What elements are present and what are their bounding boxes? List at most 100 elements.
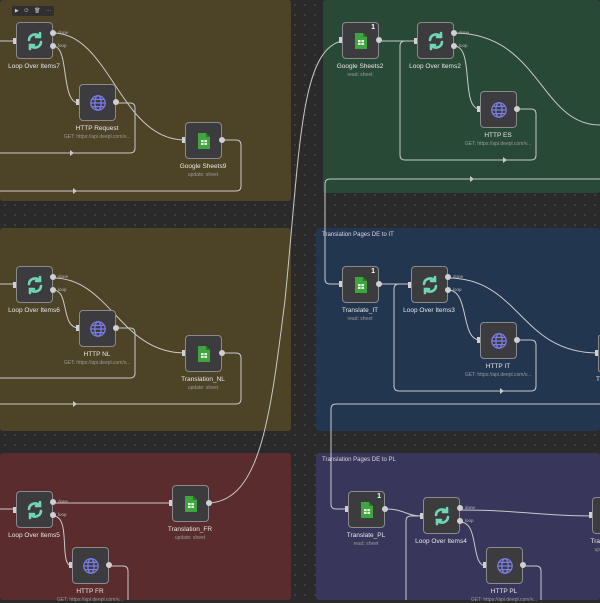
output-port-loop[interactable] bbox=[50, 287, 56, 293]
node-http-fr[interactable] bbox=[72, 547, 109, 584]
input-port[interactable] bbox=[408, 282, 411, 288]
power-icon[interactable]: ⏻ bbox=[24, 8, 29, 14]
node-partial-pl[interactable] bbox=[592, 497, 600, 534]
node-label: Loop Over Items2 bbox=[409, 63, 461, 70]
node-http-request[interactable] bbox=[79, 84, 116, 121]
input-port[interactable] bbox=[69, 562, 72, 568]
node-translate-it[interactable]: 1 bbox=[342, 266, 379, 303]
node-http-nl[interactable] bbox=[79, 310, 116, 347]
google-sheets-icon bbox=[197, 345, 211, 363]
output-port[interactable] bbox=[514, 106, 520, 112]
input-port[interactable] bbox=[477, 337, 480, 343]
node-subtitle: GET: https://api.deepl.com/v... bbox=[464, 141, 532, 147]
node-translate-pl[interactable]: 1 bbox=[348, 491, 385, 528]
output-port[interactable] bbox=[376, 281, 382, 287]
node-partial-it[interactable] bbox=[598, 335, 600, 372]
google-sheets-icon bbox=[354, 276, 368, 294]
play-icon[interactable]: ▶ bbox=[14, 8, 19, 14]
output-port[interactable] bbox=[219, 350, 225, 356]
output-port[interactable] bbox=[376, 37, 382, 43]
loop-arrows-icon bbox=[426, 31, 446, 51]
input-port[interactable] bbox=[339, 37, 342, 43]
node-loop5[interactable] bbox=[16, 491, 53, 528]
node-subtitle: read: sheet bbox=[347, 72, 373, 78]
node-subtitle: GET: https://api.deepl.com/v... bbox=[464, 372, 532, 378]
input-port[interactable] bbox=[13, 38, 16, 44]
node-subtitle: up bbox=[594, 547, 600, 553]
output-port-loop[interactable] bbox=[457, 518, 463, 524]
sticky-note-yellow-middle[interactable] bbox=[0, 228, 291, 431]
input-port[interactable] bbox=[76, 99, 79, 105]
input-port[interactable] bbox=[345, 506, 348, 512]
node-loop2[interactable] bbox=[417, 22, 454, 59]
node-loop6[interactable] bbox=[16, 266, 53, 303]
output-port-loop[interactable] bbox=[50, 512, 56, 518]
loop-arrows-icon bbox=[432, 506, 452, 526]
node-loop7[interactable] bbox=[16, 22, 53, 59]
output-port-loop[interactable] bbox=[445, 287, 451, 293]
input-port[interactable] bbox=[13, 282, 16, 288]
port-label-done: done bbox=[465, 505, 476, 510]
input-port[interactable] bbox=[169, 500, 172, 506]
port-label-done: done bbox=[453, 274, 464, 279]
node-toolbar: ▶ ⏻ 🗑 ⋯ bbox=[12, 6, 54, 16]
port-label-done: done bbox=[58, 274, 69, 279]
output-port[interactable] bbox=[113, 325, 119, 331]
trash-icon[interactable]: 🗑 bbox=[34, 8, 41, 14]
input-port[interactable] bbox=[339, 281, 342, 287]
node-translation-fr[interactable] bbox=[172, 485, 209, 522]
output-port-done[interactable] bbox=[50, 30, 56, 36]
node-gs2[interactable]: 1 bbox=[342, 22, 379, 59]
node-gs9[interactable] bbox=[185, 122, 222, 159]
input-port[interactable] bbox=[13, 507, 16, 513]
node-subtitle: update: sheet bbox=[187, 385, 219, 391]
node-translation-nl[interactable] bbox=[185, 335, 222, 372]
input-port[interactable] bbox=[483, 562, 486, 568]
node-http-it[interactable] bbox=[480, 322, 517, 359]
input-port[interactable] bbox=[589, 512, 592, 518]
loop-arrows-icon bbox=[25, 31, 45, 51]
output-port-done[interactable] bbox=[50, 499, 56, 505]
node-loop3[interactable] bbox=[411, 266, 448, 303]
sticky-note-blue-it[interactable]: Translation Pages DE to IT bbox=[316, 228, 600, 431]
output-port-loop[interactable] bbox=[50, 43, 56, 49]
output-port-done[interactable] bbox=[445, 274, 451, 280]
input-port[interactable] bbox=[414, 38, 417, 44]
output-port[interactable] bbox=[219, 137, 225, 143]
output-port[interactable] bbox=[106, 562, 112, 568]
node-label: HTTP IT bbox=[485, 363, 511, 370]
node-http-es[interactable] bbox=[480, 91, 517, 128]
output-port[interactable] bbox=[382, 506, 388, 512]
node-label: HTTP ES bbox=[484, 132, 512, 139]
node-loop4[interactable] bbox=[423, 497, 460, 534]
globe-icon bbox=[82, 557, 100, 575]
port-label-loop: loop bbox=[58, 287, 67, 292]
run-count-badge: 1 bbox=[371, 268, 375, 275]
node-subtitle: update: sheet bbox=[174, 535, 206, 541]
output-port[interactable] bbox=[514, 337, 520, 343]
input-port[interactable] bbox=[76, 325, 79, 331]
node-label: T bbox=[596, 376, 600, 383]
more-icon[interactable]: ⋯ bbox=[46, 8, 52, 14]
globe-icon bbox=[89, 94, 107, 112]
globe-icon bbox=[490, 101, 508, 119]
node-http-pl[interactable] bbox=[486, 547, 523, 584]
node-label: Loop Over Items4 bbox=[415, 538, 467, 545]
google-sheets-icon bbox=[184, 495, 198, 513]
output-port-done[interactable] bbox=[451, 30, 457, 36]
port-label-done: done bbox=[58, 30, 69, 35]
input-port[interactable] bbox=[595, 350, 598, 356]
input-port[interactable] bbox=[182, 137, 185, 143]
input-port[interactable] bbox=[182, 350, 185, 356]
google-sheets-icon bbox=[354, 32, 368, 50]
output-port[interactable] bbox=[206, 500, 212, 506]
output-port-done[interactable] bbox=[50, 274, 56, 280]
output-port-done[interactable] bbox=[457, 505, 463, 511]
output-port[interactable] bbox=[113, 99, 119, 105]
input-port[interactable] bbox=[420, 513, 423, 519]
input-port[interactable] bbox=[477, 106, 480, 112]
globe-icon bbox=[490, 332, 508, 350]
output-port-loop[interactable] bbox=[451, 43, 457, 49]
output-port[interactable] bbox=[520, 562, 526, 568]
node-label: Translation_NL bbox=[181, 376, 225, 383]
